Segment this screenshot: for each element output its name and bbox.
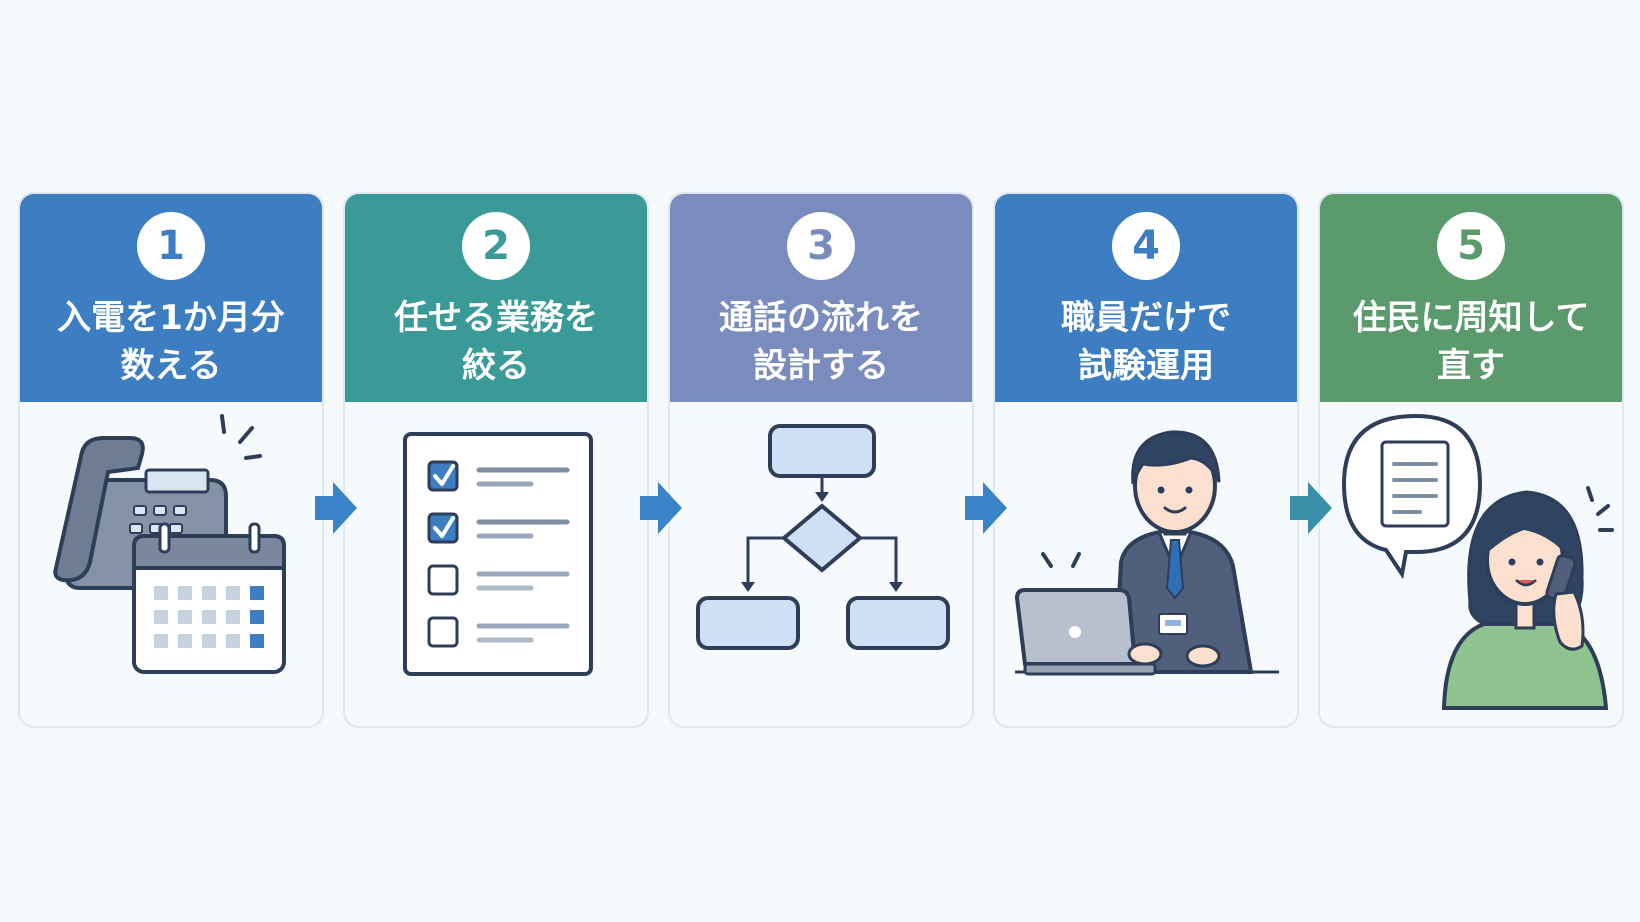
step-number-badge: 2 xyxy=(462,212,530,280)
step-number-badge: 5 xyxy=(1437,212,1505,280)
step-title: 通話の流れを 設計する xyxy=(719,298,923,386)
step-header-1: 1 入電を1か月分 数える xyxy=(20,194,322,402)
step-card-4: 4 職員だけで 試験運用 xyxy=(993,192,1299,728)
step-number-badge: 3 xyxy=(787,212,855,280)
resident-phone-icon xyxy=(1341,413,1614,710)
phone-calendar-icon xyxy=(53,414,286,674)
arrow-right-icon xyxy=(965,482,1007,534)
arrow-right-icon xyxy=(640,482,682,534)
step-title: 任せる業務を 絞る xyxy=(394,298,598,386)
step-title: 職員だけで 試験運用 xyxy=(1061,298,1231,386)
step-card-2: 2 任せる業務を 絞る xyxy=(343,192,649,728)
step-number-badge: 4 xyxy=(1112,212,1180,280)
arrow-right-icon xyxy=(315,482,357,534)
step-card-1: 1 入電を1か月分 数える xyxy=(18,192,324,728)
step-header-3: 3 通話の流れを 設計する xyxy=(670,194,972,402)
step-header-4: 4 職員だけで 試験運用 xyxy=(995,194,1297,402)
step-title: 住民に周知して 直す xyxy=(1352,298,1590,386)
step-title: 入電を1か月分 数える xyxy=(57,298,285,386)
arrow-right-icon xyxy=(1290,482,1332,534)
staff-laptop-icon xyxy=(1014,430,1279,676)
step-card-5: 5 住民に周知して 直す xyxy=(1318,192,1624,728)
checklist-icon xyxy=(403,432,593,676)
flowchart-icon xyxy=(696,424,950,650)
step-number-badge: 1 xyxy=(137,212,205,280)
step-header-5: 5 住民に周知して 直す xyxy=(1320,194,1622,402)
step-card-3: 3 通話の流れを 設計する xyxy=(668,192,974,728)
step-header-2: 2 任せる業務を 絞る xyxy=(345,194,647,402)
